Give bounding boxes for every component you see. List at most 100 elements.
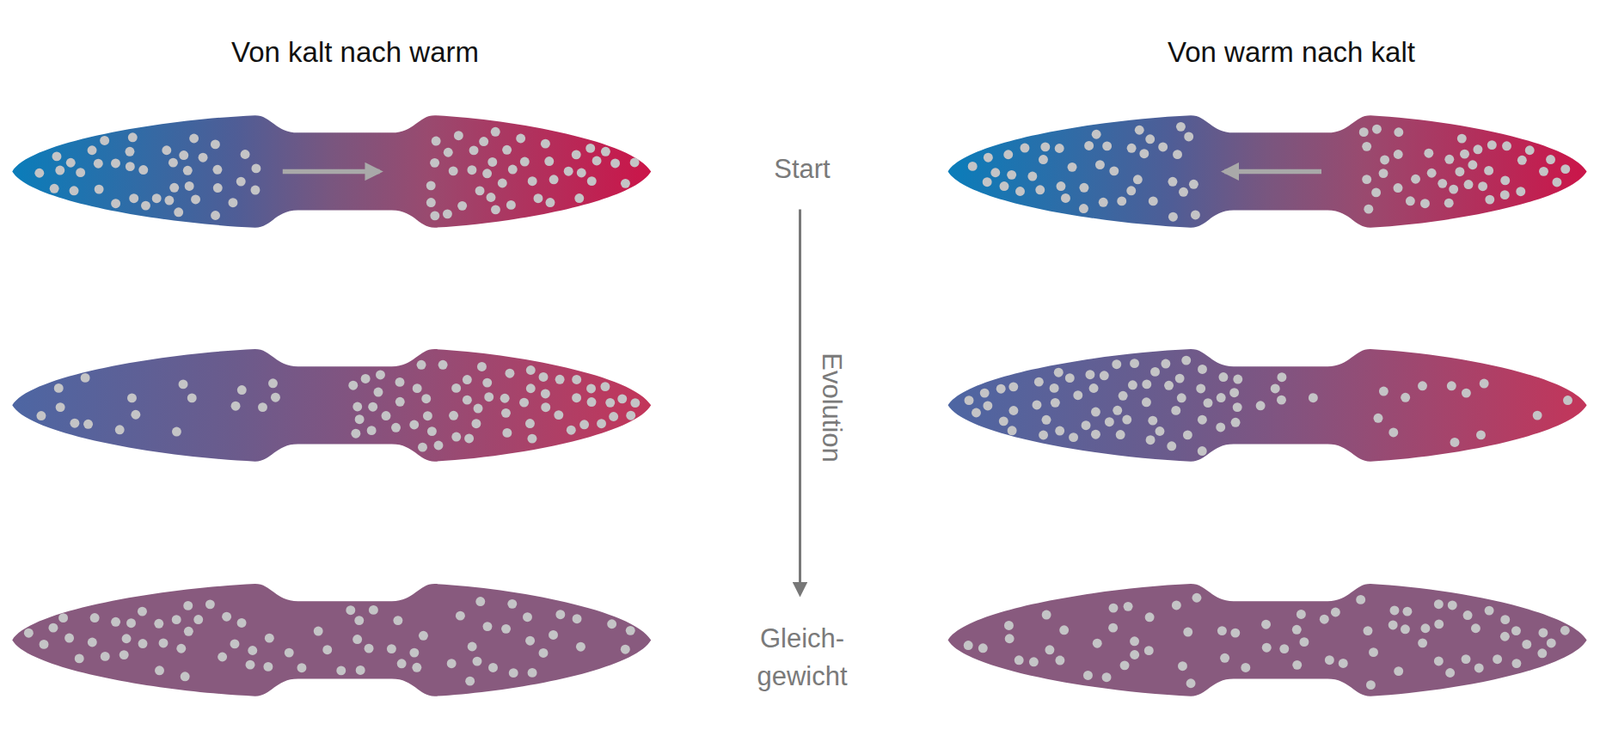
- particle: [183, 600, 193, 611]
- particle: [178, 150, 189, 160]
- particle: [1102, 672, 1112, 682]
- particle: [429, 158, 440, 168]
- particle: [587, 176, 597, 186]
- container-shape: [12, 583, 651, 697]
- particle: [592, 156, 602, 166]
- column-heading: Von kalt nach warm: [226, 36, 485, 69]
- particle: [1005, 633, 1015, 644]
- particle: [1197, 446, 1208, 456]
- particle: [1121, 415, 1132, 425]
- particle: [1484, 606, 1495, 616]
- particle: [1007, 425, 1018, 436]
- particle: [1368, 647, 1379, 657]
- particle: [1361, 174, 1372, 184]
- particle: [1538, 628, 1548, 638]
- particle: [1133, 174, 1143, 184]
- particle: [212, 165, 222, 175]
- particle: [999, 416, 1009, 426]
- particle: [1099, 370, 1110, 381]
- particle: [1172, 149, 1183, 160]
- particle: [1139, 148, 1149, 159]
- particle: [397, 658, 407, 669]
- particle: [1546, 637, 1557, 648]
- stage-label: Start: [741, 153, 863, 185]
- particle: [1299, 637, 1309, 647]
- particle: [190, 195, 201, 205]
- particle: [563, 166, 574, 177]
- particle: [392, 615, 403, 626]
- particle: [94, 184, 105, 195]
- particle: [1445, 668, 1455, 678]
- particle: [417, 442, 428, 453]
- particle: [1444, 154, 1454, 165]
- particle: [471, 418, 481, 429]
- particle: [93, 159, 104, 169]
- particle: [90, 613, 100, 623]
- particle: [183, 165, 193, 176]
- particle: [462, 395, 473, 405]
- particle: [240, 149, 251, 160]
- particle: [1461, 654, 1472, 664]
- particle: [1447, 600, 1458, 610]
- particle: [231, 401, 241, 411]
- particle: [447, 658, 457, 669]
- particle: [1197, 415, 1208, 425]
- particle: [501, 624, 511, 634]
- particle: [526, 383, 536, 393]
- particle: [178, 379, 189, 389]
- particle: [1190, 209, 1201, 220]
- particle: [1359, 127, 1369, 137]
- particle: [465, 676, 475, 687]
- particle: [1091, 129, 1102, 140]
- particle: [477, 361, 487, 372]
- container-shape: [948, 115, 1588, 228]
- particle: [1483, 165, 1494, 176]
- particle: [176, 643, 186, 654]
- particle: [520, 157, 530, 167]
- particle: [500, 393, 510, 404]
- particle: [189, 134, 199, 144]
- container-shape: [948, 349, 1588, 462]
- particle: [418, 631, 429, 641]
- particle: [1338, 658, 1349, 669]
- particle: [1393, 149, 1404, 160]
- particle: [1500, 614, 1510, 625]
- particle: [544, 156, 554, 166]
- particle: [478, 136, 489, 147]
- particle: [1049, 383, 1060, 393]
- particle: [1476, 429, 1486, 440]
- particle: [1155, 426, 1165, 436]
- particle: [1120, 660, 1130, 670]
- particle: [487, 157, 497, 167]
- column-heading: Von warm nach kalt: [1162, 36, 1421, 69]
- particle: [52, 151, 62, 161]
- particle: [296, 662, 307, 673]
- particle: [173, 207, 184, 217]
- particle: [373, 387, 384, 398]
- particle: [348, 380, 358, 391]
- particle: [1230, 628, 1240, 638]
- particle: [1500, 175, 1510, 185]
- particle: [1056, 181, 1067, 191]
- particle: [1116, 196, 1127, 206]
- particle: [553, 410, 564, 420]
- particle: [996, 384, 1006, 394]
- particle: [983, 153, 994, 163]
- particle: [999, 181, 1010, 191]
- particle: [1319, 614, 1330, 625]
- particle: [74, 653, 85, 663]
- particle: [464, 433, 474, 443]
- particle: [412, 383, 423, 393]
- particle: [322, 644, 332, 655]
- particle: [250, 185, 260, 196]
- particle: [1177, 661, 1188, 671]
- particle: [48, 623, 58, 633]
- particle: [576, 168, 587, 178]
- particle: [964, 395, 975, 405]
- particle: [1215, 422, 1226, 433]
- particle: [1216, 392, 1227, 403]
- particle: [1355, 594, 1366, 605]
- particle: [1003, 149, 1013, 160]
- particle: [1477, 181, 1488, 191]
- particle: [540, 388, 551, 399]
